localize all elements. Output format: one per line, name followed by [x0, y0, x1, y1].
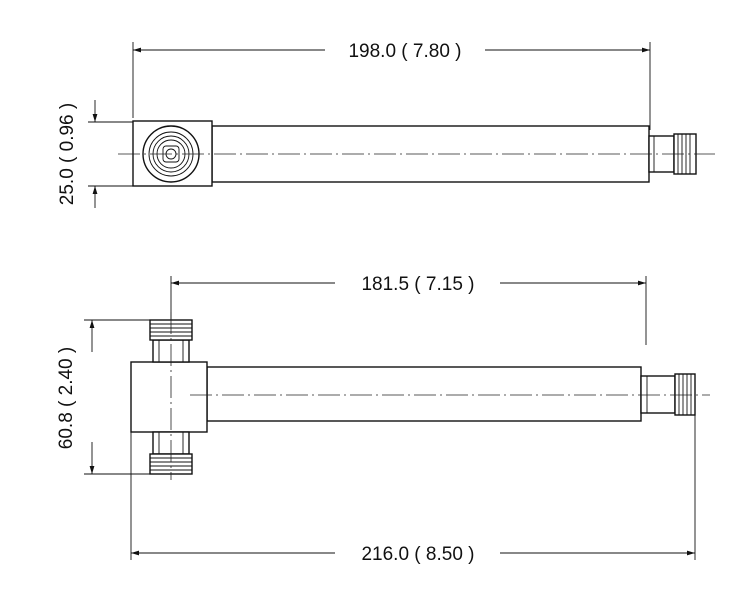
- bottom-offset-dimension: 181.5 ( 7.15 ): [361, 274, 474, 295]
- bottom-body-tube: [206, 366, 642, 422]
- top-view: 198.0 ( 7.80 ) 25.0 ( 0.96 ): [57, 41, 715, 208]
- top-height-dimension: 25.0 ( 0.96 ): [57, 103, 78, 205]
- bottom-length-dimension: 216.0 ( 8.50 ): [361, 544, 474, 565]
- bottom-view: 181.5 ( 7.15 ) 60.8 ( 2.40 ): [56, 274, 710, 565]
- bottom-head-block: [130, 361, 208, 433]
- top-length-dimension: 198.0 ( 7.80 ): [348, 41, 461, 62]
- bottom-height-dimension: 60.8 ( 2.40 ): [56, 347, 77, 449]
- bottom-right-connector: [640, 373, 696, 416]
